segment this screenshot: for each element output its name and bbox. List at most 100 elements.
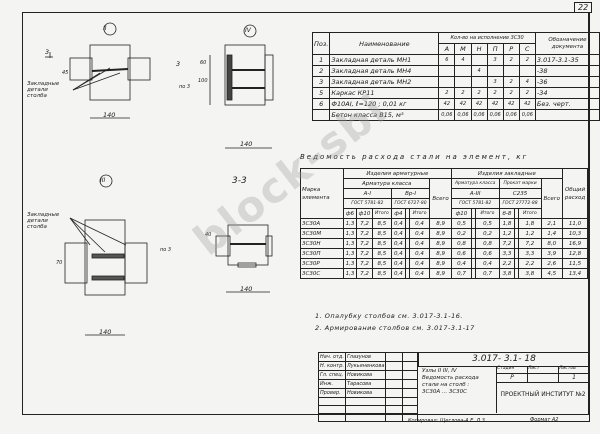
node-ii-drawing	[45, 22, 151, 119]
qty-cell	[502, 65, 520, 77]
drawing-frame-right	[588, 12, 590, 415]
qty-cell	[470, 76, 488, 88]
value-cell: 0,4	[475, 258, 500, 269]
value-cell: 0,4	[390, 238, 407, 249]
value-cell: 8,5	[372, 268, 392, 279]
qty-cell: 2	[486, 87, 504, 99]
role-cell: Н. контр.	[318, 361, 346, 371]
qty-cell: 3	[486, 76, 504, 88]
doc-cell	[534, 109, 600, 121]
qty-cell: 2	[470, 87, 488, 99]
qty-cell	[518, 65, 536, 77]
header-f4: ф4	[390, 208, 407, 219]
header-f6: ф6	[343, 208, 357, 219]
doc-cell: -36	[534, 76, 600, 88]
node-ii-label: II	[103, 25, 107, 32]
header-bpi: Вр-I	[390, 188, 431, 199]
steel-consumption-table: Марка элемента Изделия арматурные Издели…	[300, 168, 588, 279]
variant-header: М	[454, 43, 472, 55]
dim-width: 140	[240, 285, 253, 293]
mark-cell: 3С30П	[300, 248, 344, 259]
section-label: 3-3	[232, 176, 247, 186]
signature-cell	[385, 379, 404, 389]
section-3-3-drawing	[215, 224, 273, 293]
qty-cell: 2	[518, 54, 536, 66]
document-code: 3.017- 3.1- 18	[418, 352, 589, 367]
qty-cell: 0,06	[518, 109, 536, 121]
value-cell: 8,9	[429, 228, 452, 239]
header-ai: А-I	[343, 188, 392, 199]
qty-cell	[454, 65, 472, 77]
signature-cell	[385, 370, 404, 380]
node-drawings	[45, 22, 274, 336]
label-line: Закладные	[27, 81, 60, 87]
person-cell: Новикова	[344, 388, 387, 398]
value-cell: 12,8	[562, 248, 588, 259]
cut-label: 3	[176, 60, 181, 68]
value-cell: 8,9	[429, 258, 452, 269]
qty-cell: 42	[518, 98, 536, 110]
qty-cell	[486, 65, 504, 77]
value-cell: 0,4	[408, 228, 431, 239]
value-cell: 0,5	[475, 218, 500, 229]
value-cell	[471, 268, 477, 279]
person-cell	[344, 397, 387, 406]
label-line: детали	[27, 87, 48, 93]
signature-cell	[385, 361, 404, 371]
qty-cell: 2	[454, 87, 472, 99]
sheets-label: Листов	[559, 366, 576, 371]
qty-cell: 2	[438, 87, 456, 99]
header-itogo: Итого	[518, 208, 542, 219]
value-cell: 7,2	[518, 238, 542, 249]
desc-line: 3С30А ... 3С30С	[422, 389, 468, 395]
qty-cell: 4	[454, 54, 472, 66]
qty-cell: 0,06	[502, 109, 520, 121]
title-block-row: Нач. отд.Глазунов	[318, 352, 590, 422]
value-cell: 0,4	[390, 228, 407, 239]
label-line: детали	[27, 218, 48, 224]
qty-cell: 42	[438, 98, 456, 110]
date-cell	[402, 388, 419, 398]
doc-cell: -38	[534, 65, 600, 77]
date-cell	[402, 397, 419, 406]
note-2: 2. Армирование столбов см. 3.017-3.1-17	[315, 324, 475, 332]
person-cell: Лукьяненкова	[344, 361, 387, 371]
qty-cell: 2	[502, 76, 520, 88]
header-gost: ГОСТ 5781-82	[450, 198, 500, 209]
pos-cell: 3	[311, 76, 331, 88]
sheet-label: Лист	[528, 366, 559, 373]
header-doc: Обозначение документа	[534, 32, 600, 55]
value-cell: 1,4	[540, 228, 564, 239]
value-cell: 0,6	[450, 248, 473, 259]
value-cell: 8,9	[429, 238, 452, 249]
value-cell: 0,7	[475, 268, 500, 279]
role-cell	[318, 405, 346, 414]
value-cell: 13,4	[562, 268, 588, 279]
date-cell	[402, 352, 419, 362]
person-cell: Новикова	[344, 370, 387, 380]
header-c235: С235	[498, 188, 542, 199]
value-cell: 0,4	[408, 258, 431, 269]
person-cell: Глазунов	[344, 352, 387, 362]
value-cell: 0,2	[475, 228, 500, 239]
dim-width: 140	[103, 111, 116, 119]
cut-label-po: по 3	[179, 84, 191, 90]
role-cell	[318, 397, 346, 406]
signature-cell	[385, 413, 404, 422]
date-cell	[402, 405, 419, 414]
dim-40: 40	[205, 232, 212, 238]
pos-cell: 1	[311, 54, 331, 66]
stage-value: Р	[497, 374, 528, 382]
value-cell: 8,0	[540, 238, 564, 249]
qty-cell	[454, 76, 472, 88]
qty-cell: 6	[438, 54, 456, 66]
node-iv-label: IV	[245, 27, 251, 34]
value-cell: 0,4	[390, 248, 407, 259]
value-cell: 3,3	[498, 248, 516, 259]
pos-cell: 5	[311, 87, 331, 99]
